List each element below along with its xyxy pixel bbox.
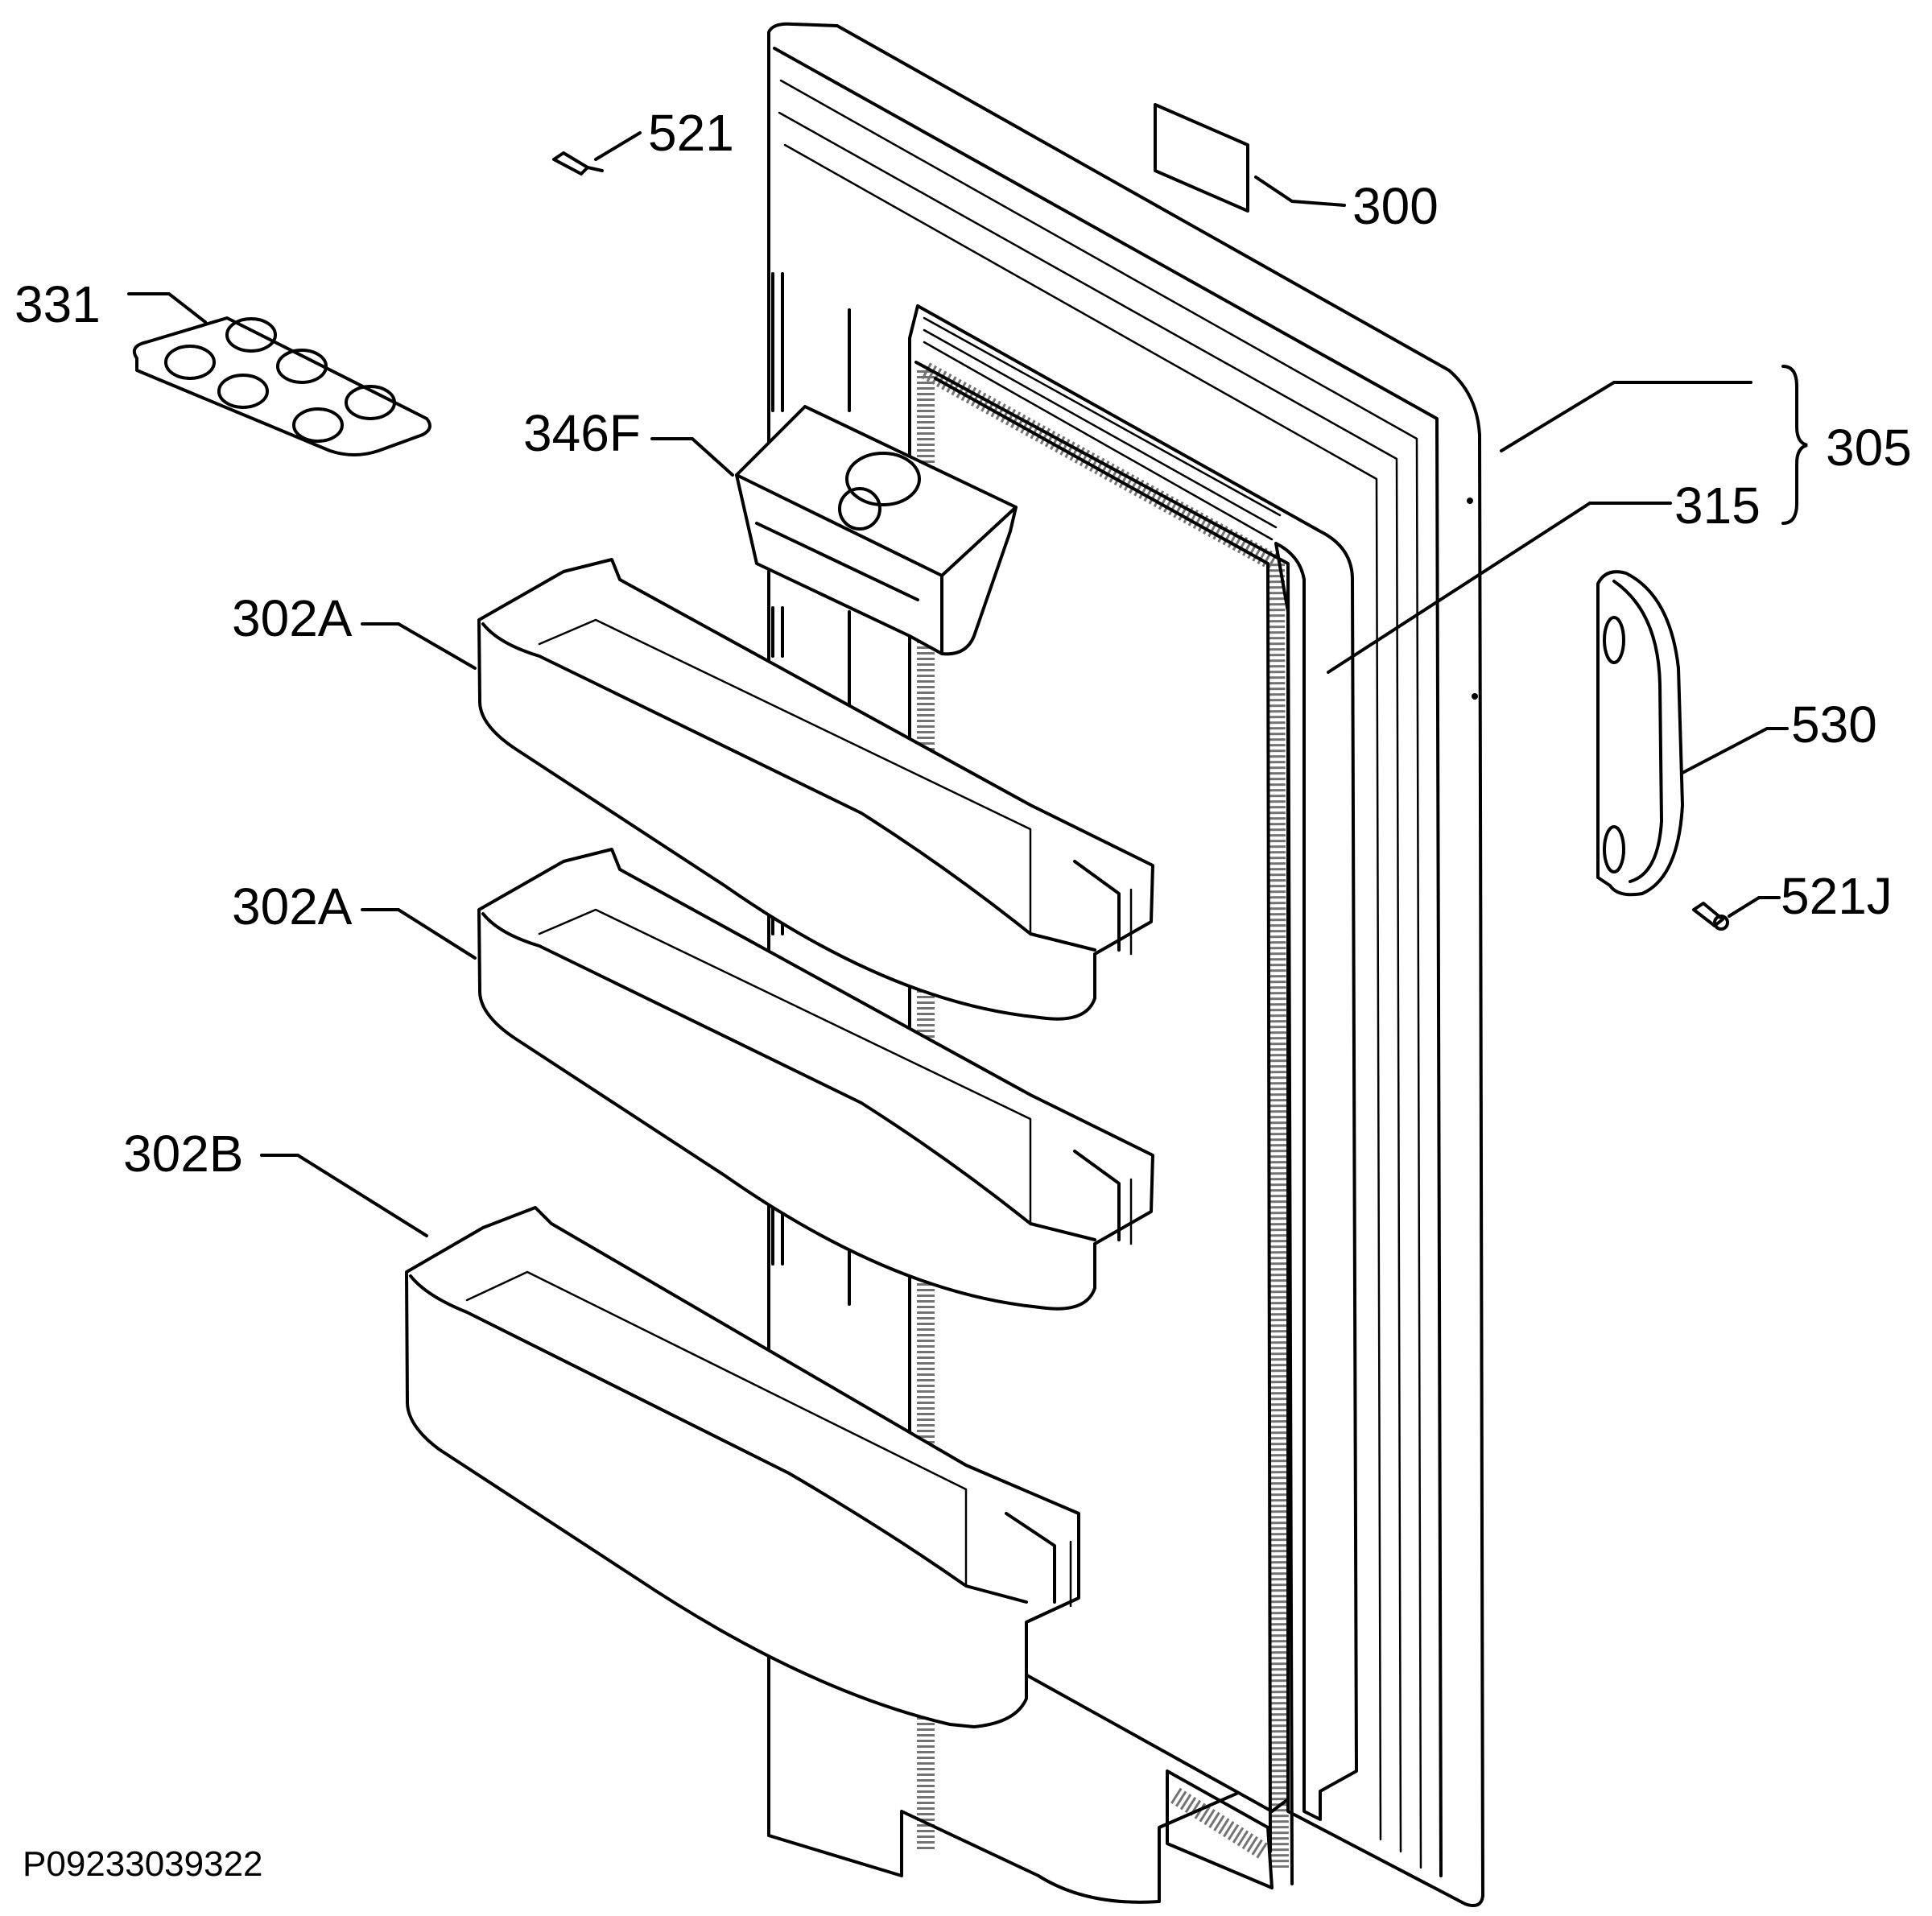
callout-egg-tray: 331 [14, 275, 101, 333]
door-frame-edge-inner [779, 79, 1422, 1869]
door-inner-liner [908, 304, 1358, 1821]
leader-lines [127, 131, 1808, 1237]
callout-labels: 521 300 331 305 346F 315 302A 302A 530 5… [14, 104, 1912, 1884]
butter-compartment [735, 405, 1018, 656]
callout-shelf-middle: 302A [232, 877, 353, 935]
door-shelf-upper [477, 558, 1154, 1021]
door-frame-edge-outer [773, 47, 1443, 1877]
egg-tray [133, 316, 431, 456]
liner-rib [923, 328, 1278, 529]
gasket-lower-return [1166, 1769, 1274, 1889]
door-slot-markings [771, 272, 851, 1306]
door-gasket-bottom [1170, 1787, 1269, 1860]
callout-screw-top: 521 [648, 104, 734, 162]
callout-shelf-upper: 302A [232, 589, 353, 647]
callout-screw-handle: 521J [1781, 867, 1893, 925]
liner-rib [923, 341, 1274, 541]
callout-handle: 530 [1791, 696, 1877, 754]
gasket-outline-inner [934, 377, 1272, 1853]
callout-butter-compartment: 346F [523, 404, 641, 462]
diagram-reference-code: P09233039322 [23, 1844, 263, 1884]
handle-hole [1472, 693, 1478, 700]
door-handle [1596, 570, 1684, 897]
door-frame-ridge-2 [783, 143, 1382, 1841]
hinge-hole [1467, 498, 1473, 504]
screw-top [552, 151, 604, 175]
door-shelf-middle [477, 848, 1154, 1311]
door-frame-ridge-1 [778, 111, 1402, 1853]
callout-shelf-bottom: 302B [123, 1125, 243, 1183]
callout-rating-label: 300 [1352, 177, 1439, 235]
callout-door-gasket: 315 [1674, 477, 1761, 535]
screw-handle [1692, 902, 1729, 931]
liner-rib [923, 316, 1282, 517]
gasket-outline-outer [914, 361, 1294, 1885]
door-shelf-bottom [405, 1206, 1080, 1728]
rating-label [1154, 103, 1249, 213]
callout-door-assembly: 305 [1826, 419, 1912, 477]
